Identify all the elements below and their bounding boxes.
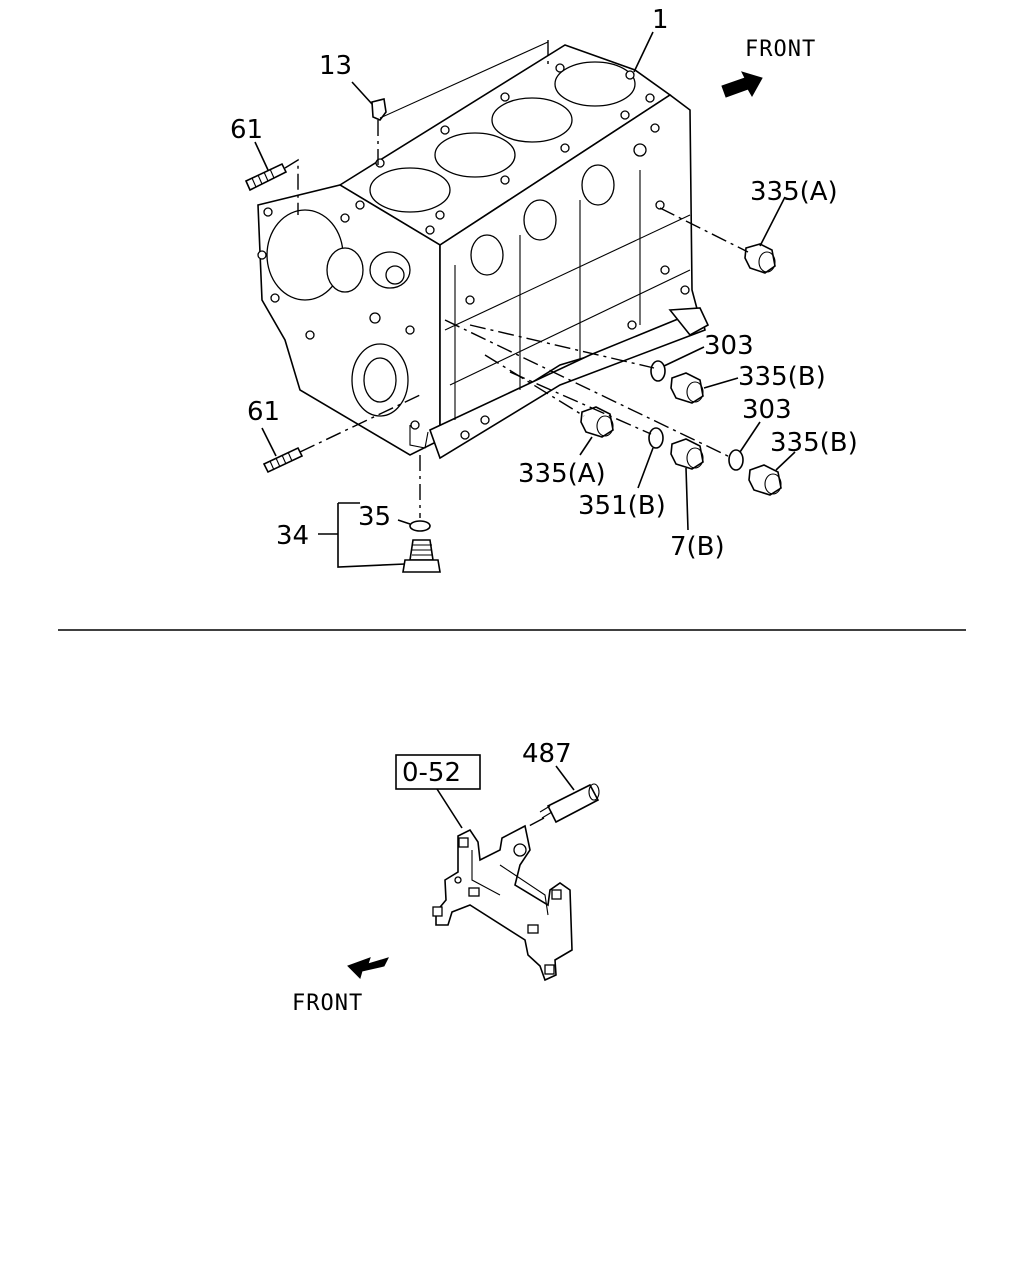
leader-part-487 <box>555 765 575 791</box>
leader-part-351b <box>637 447 654 489</box>
part-34-drain-plug <box>402 539 441 573</box>
part-61-lower-stud <box>262 446 304 474</box>
front-label-top: FRONT <box>745 37 816 62</box>
label-part-34: 34 <box>276 521 309 551</box>
label-part-335a-lower: 335(A) <box>518 459 606 489</box>
front-arrow-icon <box>721 71 763 98</box>
part-7b-plug <box>670 438 704 470</box>
leader-part-303-lower <box>739 421 761 453</box>
label-part-335a-right: 335(A) <box>750 177 838 207</box>
part-61-upper-stud <box>244 162 288 192</box>
label-part-61-lower: 61 <box>247 397 280 427</box>
dash-part-335a-lower <box>484 354 585 417</box>
dash-part-335a-right <box>659 207 749 253</box>
leader-part-1 <box>633 31 654 73</box>
part-335b-upper-plug <box>670 372 704 404</box>
label-part-61-upper: 61 <box>230 115 263 145</box>
leader-part-335b-lower <box>775 451 796 471</box>
ref-box <box>395 754 481 790</box>
front-label-bottom: FRONT <box>292 991 363 1016</box>
leader-part-303-upper <box>663 346 705 367</box>
leader-ref-box <box>436 788 463 829</box>
leader-part-7b <box>685 467 689 531</box>
label-part-335b-lower: 335(B) <box>770 428 858 458</box>
bracket-diagram: 0-52 487 FRONT <box>292 739 600 1016</box>
label-part-35: 35 <box>358 502 391 532</box>
part-13-plug <box>371 98 387 121</box>
part-35-washer <box>409 520 431 532</box>
label-part-7b: 7(B) <box>670 532 725 562</box>
leader-part-335a-lower <box>579 436 593 456</box>
part-303-lower-washer <box>728 449 744 471</box>
part-303-upper-washer <box>650 360 666 382</box>
label-part-303-upper: 303 <box>704 331 754 361</box>
leader-part-61-upper <box>254 141 269 171</box>
leader-part-335a-right <box>759 196 786 247</box>
part-335a-right-plug <box>744 243 776 274</box>
bracket <box>432 824 573 982</box>
dash-part-61-upper <box>284 158 299 215</box>
part-335b-lower-plug <box>748 464 782 496</box>
label-part-303-lower: 303 <box>742 395 792 425</box>
guide-line-13 <box>379 41 549 119</box>
cylinder-block <box>257 44 710 460</box>
dash-part-351b <box>509 371 652 435</box>
part-487-pin <box>539 783 600 824</box>
label-part-351b: 351(B) <box>578 491 666 521</box>
dash-part-303-upper <box>469 324 655 369</box>
bracket-part-34 <box>337 502 406 568</box>
label-part-335b-upper: 335(B) <box>738 362 826 392</box>
label-part-13: 13 <box>319 51 352 81</box>
leader-part-61-lower <box>261 427 277 457</box>
label-part-1: 1 <box>652 5 669 35</box>
front-arrow-icon <box>347 957 389 979</box>
part-351b-washer <box>648 427 664 449</box>
leader-part-335b-upper <box>703 377 739 389</box>
leader-part-35 <box>397 519 411 525</box>
label-part-487: 487 <box>522 739 572 769</box>
leader-part-13 <box>351 81 373 105</box>
dash-part-303-lower <box>444 319 733 459</box>
ref-box-label: 0-52 <box>402 758 461 788</box>
part-335a-lower-plug <box>580 406 614 438</box>
dash-part-61-lower <box>299 394 421 453</box>
cylinder-block-diagram: FRONT 1 13 61 335(A) 303 <box>230 5 858 573</box>
